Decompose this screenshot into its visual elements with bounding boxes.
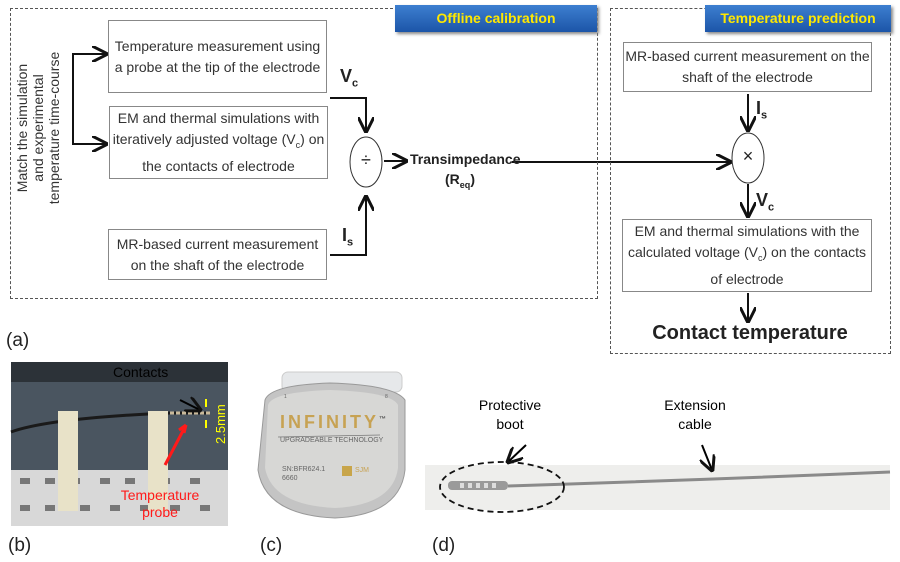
match-label-line: Match the simulation xyxy=(14,63,30,193)
contact-temperature-result: Contact temperature xyxy=(652,322,848,344)
divide-symbol: ÷ xyxy=(361,150,371,170)
panel-label-d: (d) xyxy=(432,535,456,556)
is-arrow xyxy=(330,197,366,256)
simulation-box: EM and thermal simulations with iterativ… xyxy=(109,106,328,179)
prediction-mr-box: MR-based current measurement on the shaf… xyxy=(623,42,872,92)
box-text: EM and thermal simulations with iterativ… xyxy=(112,110,325,174)
device-port-1: 1 xyxy=(284,394,287,400)
vc-label: Vc xyxy=(340,66,359,90)
panel-label-c: (c) xyxy=(260,535,283,556)
box-text: MR-based current measurement on the shaf… xyxy=(116,235,319,273)
device-subtitle: UPGRADEABLE TECHNOLOGY xyxy=(280,437,384,444)
device-brand: INFINITY™ xyxy=(280,412,389,432)
multiply-symbol: × xyxy=(742,146,754,166)
photo-extension-cable xyxy=(425,444,891,513)
box-text: MR-based current measurement on the shaf… xyxy=(625,48,870,85)
vc-arrow xyxy=(330,97,366,131)
offline-calibration-region xyxy=(10,8,598,299)
panel-label-a: (a) xyxy=(6,330,30,351)
contacts-label: Contacts xyxy=(113,364,169,380)
multiply-node xyxy=(731,132,765,184)
match-label-line: and experimental xyxy=(30,74,46,182)
photo-phantom-setup xyxy=(10,362,228,526)
divide-node xyxy=(349,136,383,188)
mr-measurement-box: MR-based current measurement on the shaf… xyxy=(108,229,327,280)
offline-calibration-badge: Offline calibration xyxy=(395,5,597,32)
temperature-prediction-badge: Temperature prediction xyxy=(705,5,891,32)
box-text: Temperature measurement using a probe at… xyxy=(114,37,321,75)
transimpedance-label: Transimpedance xyxy=(410,151,521,167)
photo-ipg-device xyxy=(257,371,406,519)
match-label-line: temperature time-course xyxy=(46,51,62,205)
req-label: (Req) xyxy=(445,171,475,190)
device-maker: SJM xyxy=(355,467,369,474)
box-text: EM and thermal simulations with the calc… xyxy=(628,223,866,287)
prediction-vc-label: Vc xyxy=(756,190,775,214)
size-label: 2.5mm xyxy=(213,404,228,444)
prediction-simulation-box: EM and thermal simulations with the calc… xyxy=(622,219,872,292)
match-label: Match the simulation and experimental te… xyxy=(14,38,62,218)
is-label: Is xyxy=(342,225,354,249)
panel-label-b: (b) xyxy=(8,535,32,556)
probe-measurement-box: Temperature measurement using a probe at… xyxy=(108,20,327,93)
device-port-8: 8 xyxy=(385,394,388,400)
prediction-is-label: Is xyxy=(756,98,768,122)
